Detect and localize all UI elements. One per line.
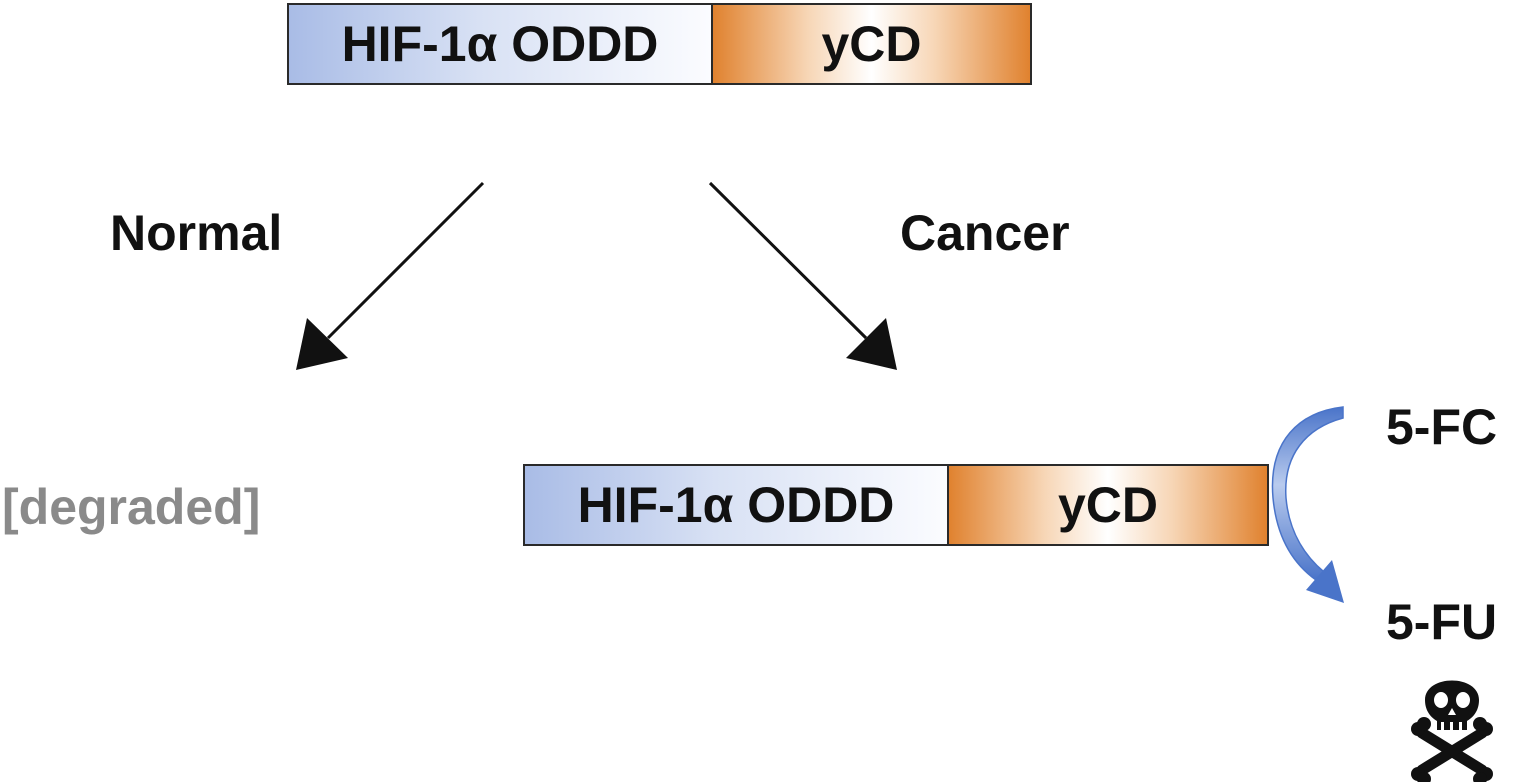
bottom-fusion-construct: HIF-1α ODDD yCD [523, 464, 1269, 546]
bottom-oddd-domain: HIF-1α ODDD [525, 466, 949, 544]
bottom-ycd-domain: yCD [949, 466, 1267, 544]
normal-arrow [296, 181, 485, 370]
5fc-label: 5-FC [1386, 399, 1498, 455]
top-ycd-domain: yCD [713, 5, 1030, 83]
5fu-label: 5-FU [1386, 594, 1498, 650]
cancer-arrow [708, 181, 897, 370]
cancer-label: Cancer [900, 205, 1070, 261]
skull-crossbones-icon [1411, 680, 1493, 782]
degraded-label: [degraded] [2, 479, 261, 535]
normal-label: Normal [110, 205, 283, 261]
top-oddd-domain: HIF-1α ODDD [289, 5, 713, 83]
curved-arrow-icon [1271, 406, 1344, 603]
top-fusion-construct: HIF-1α ODDD yCD [287, 3, 1032, 85]
